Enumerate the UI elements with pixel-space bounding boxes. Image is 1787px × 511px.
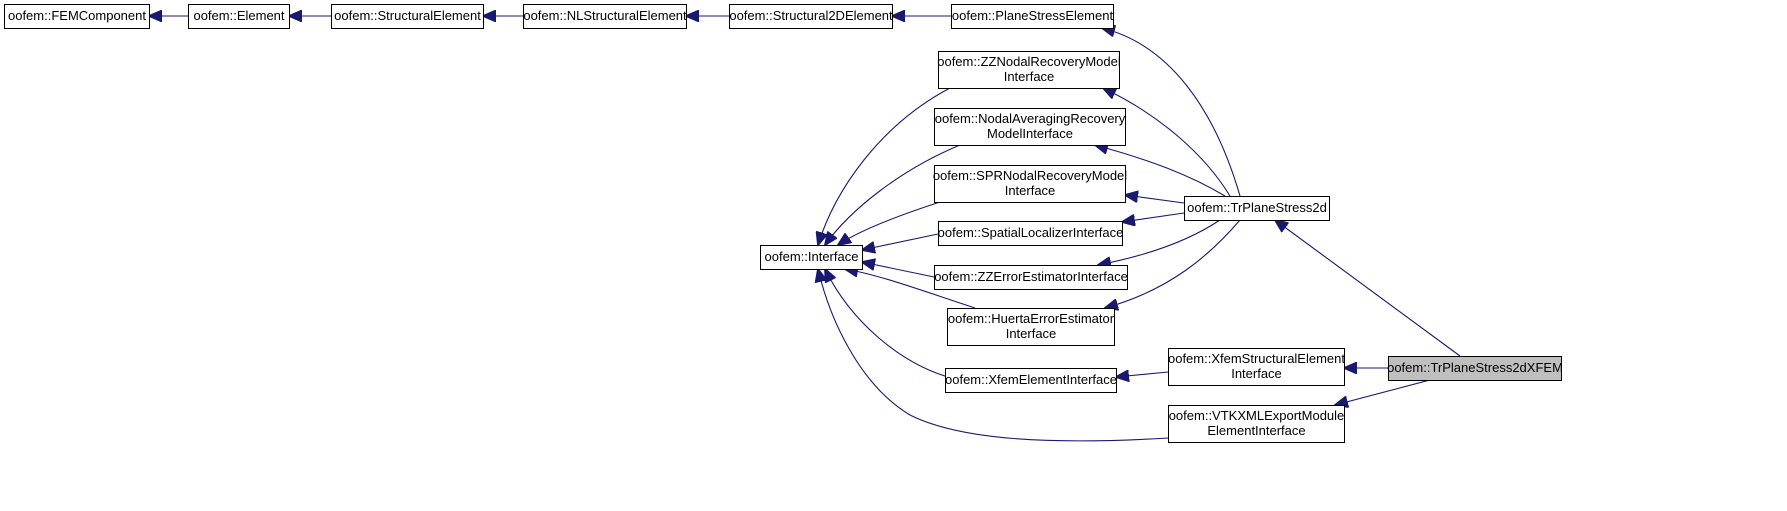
edge-trplanexfem-to-trplane [1275,220,1461,357]
node-box [1388,356,1562,381]
node-box [934,265,1128,290]
edge-trplane-to-zznodal [1103,88,1231,197]
edge-zznodal-to-interface [818,87,951,245]
edge-trplane-to-nodalavg [1095,145,1226,197]
node-box [1168,405,1345,443]
node-nodalavg[interactable]: oofem::NodalAveragingRecoveryModelInterf… [934,108,1126,146]
node-box [4,4,150,29]
node-zzerror[interactable]: oofem::ZZErrorEstimatorInterface [934,265,1128,290]
node-label: oofem::Structural2DElement [729,8,893,23]
node-label: oofem::XfemElementInterface [945,372,1117,387]
node-label: ElementInterface [1207,423,1305,438]
edge-trplane-to-sprnodal [1125,195,1185,204]
node-box [1168,348,1345,386]
node-label: oofem::SPRNodalRecoveryModel [933,168,1127,183]
node-label: oofem::ZZNodalRecoveryModel [937,54,1121,69]
node-trplanexfem[interactable]: oofem::TrPlaneStress2dXFEM [1387,356,1563,381]
node-spatial[interactable]: oofem::SpatialLocalizerInterface [938,221,1124,246]
node-label: ModelInterface [987,126,1073,141]
node-label: oofem::StructuralElement [334,8,481,23]
node-box [945,368,1117,393]
node-label: oofem::ZZErrorEstimatorInterface [934,269,1128,284]
node-label: Interface [1006,326,1057,341]
node-box [1184,196,1330,221]
edge-vtkxml-to-interface [818,269,1169,442]
edge-xfemstruct-to-xfemelem [1116,372,1169,377]
edge-trplane-to-zzerror [1098,219,1221,265]
node-xfemelem[interactable]: oofem::XfemElementInterface [945,368,1117,393]
node-box [951,4,1114,29]
node-fem[interactable]: oofem::FEMComponent [4,4,150,29]
node-box [188,4,290,29]
node-label: Interface [1231,366,1282,381]
edge-sprnodal-to-interface [838,201,941,245]
edge-xfemelem-to-interface [825,269,956,380]
edge-trplanexfem-to-vtkxml [1335,379,1431,405]
node-trplane[interactable]: oofem::TrPlaneStress2d [1184,196,1330,221]
node-label: Interface [1004,69,1055,84]
node-label: oofem::PlaneStressElement [952,8,1114,23]
node-label: oofem::TrPlaneStress2dXFEM [1387,360,1563,375]
edge-trplane-to-spatial [1122,212,1185,222]
edge-nodalavg-to-interface [825,144,961,245]
node-structural[interactable]: oofem::StructuralElement [331,4,484,29]
node-box [760,245,863,270]
node-label: oofem::Interface [765,249,859,264]
node-label: oofem::NodalAveragingRecovery [935,111,1126,126]
edge-trplane-to-planestress [1102,28,1241,197]
node-nlstructural[interactable]: oofem::NLStructuralElement [523,4,687,29]
node-vtkxml[interactable]: oofem::VTKXMLExportModuleElementInterfac… [1168,405,1345,443]
node-label: oofem::NLStructuralElement [523,8,687,23]
node-box [938,51,1120,89]
edge-trplane-to-huerta [1105,219,1241,308]
node-planestress[interactable]: oofem::PlaneStressElement [951,4,1114,29]
node-label: oofem::Element [193,8,284,23]
node-box [331,4,484,29]
node-label: oofem::SpatialLocalizerInterface [938,225,1124,240]
edge-spatial-to-interface [862,233,939,250]
node-box [934,108,1126,146]
node-label: oofem::HuertaErrorEstimator [948,311,1115,326]
node-box [729,4,893,29]
node-box [934,165,1126,203]
node-label: oofem::FEMComponent [8,8,146,23]
node-box [938,221,1123,246]
node-box [947,308,1115,346]
node-box [523,4,687,29]
node-struct2d[interactable]: oofem::Structural2DElement [729,4,893,29]
node-label: Interface [1005,183,1056,198]
node-label: oofem::VTKXMLExportModule [1169,408,1345,423]
edge-zzerror-to-interface [862,262,935,278]
node-label: oofem::TrPlaneStress2d [1187,200,1327,215]
node-element[interactable]: oofem::Element [188,4,290,29]
edge-huerta-to-interface [845,269,976,309]
node-label: oofem::XfemStructuralElement [1168,351,1345,366]
node-interface[interactable]: oofem::Interface [760,245,863,270]
